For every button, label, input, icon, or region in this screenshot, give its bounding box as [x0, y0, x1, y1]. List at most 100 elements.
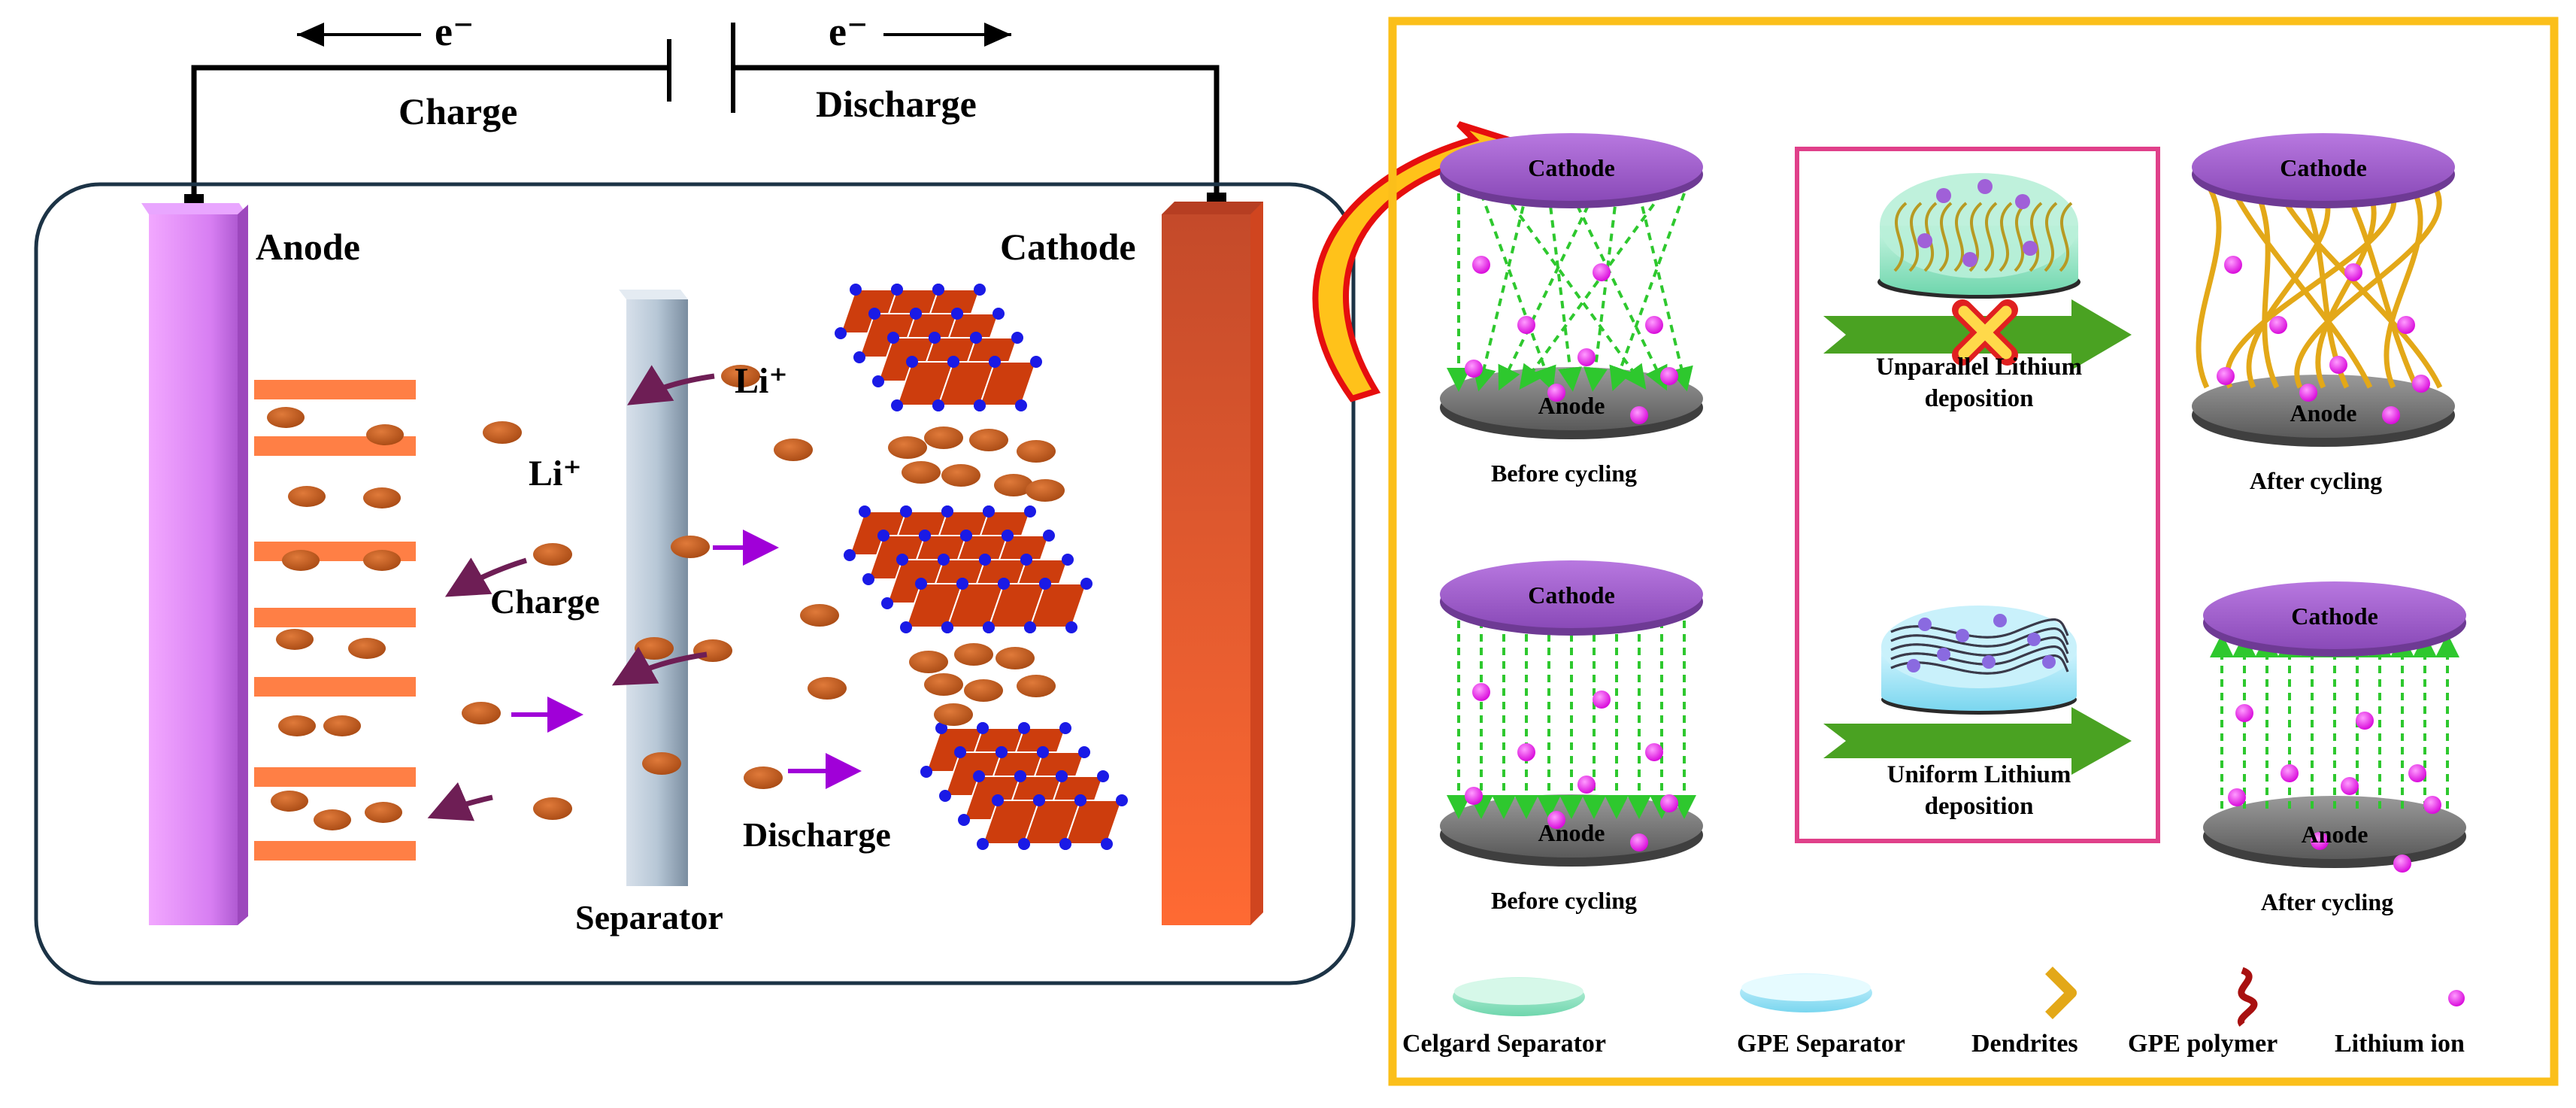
- field-line: [1570, 193, 1668, 391]
- lattice-atom: [970, 332, 982, 344]
- lattice-atom: [993, 308, 1005, 320]
- polymer-chain: [1890, 627, 2069, 648]
- lithium-ion: [1918, 618, 1932, 631]
- intercalated-ion: [276, 629, 314, 650]
- gold-frame: [1388, 17, 2559, 1086]
- intercalated-ion: [348, 638, 386, 659]
- lithium-ion: [1547, 811, 1565, 829]
- lithium-ion-brown: [954, 643, 993, 666]
- field-line: [1519, 192, 1663, 390]
- ion-flow-arrows: [427, 365, 862, 821]
- lattice-atom: [935, 722, 947, 734]
- lattice-atom: [850, 284, 862, 296]
- lithium-ions-brown: [462, 365, 1065, 820]
- lattice-atom: [844, 549, 856, 561]
- anode-label: Anode: [256, 226, 360, 268]
- intercalated-ion: [282, 550, 320, 571]
- cycling-caption: After cycling: [2250, 467, 2382, 494]
- lattice-atom: [1097, 770, 1109, 782]
- uniform-caption-line1: Uniform Lithium: [1887, 761, 2071, 788]
- lattice-atom: [891, 284, 903, 296]
- polymer-chain: [1890, 645, 2069, 666]
- cycling-caption: Before cycling: [1491, 460, 1637, 487]
- lithium-ion: [1465, 787, 1483, 805]
- lattice-atom: [939, 790, 951, 802]
- lithium-ion: [1472, 683, 1490, 701]
- lithium-ion: [2423, 796, 2441, 814]
- lithium-ion-brown: [462, 702, 501, 724]
- lithium-ion: [1917, 233, 1932, 248]
- lithium-ion-brown: [774, 439, 813, 461]
- discharge-top-label: Discharge: [816, 83, 977, 125]
- cathode-disc: [1440, 133, 1703, 201]
- lithium-ion-brown: [934, 703, 973, 726]
- lithium-ion: [1993, 614, 2007, 627]
- field-line: [1480, 193, 1556, 392]
- lattice-atom: [862, 573, 874, 585]
- cycling-caption: Before cycling: [1491, 887, 1637, 914]
- lattice-atom: [1059, 838, 1071, 850]
- lattice-atom: [835, 327, 847, 339]
- dendrite: [2253, 188, 2280, 389]
- lattice-atom: [992, 794, 1004, 806]
- lithium-ion-brown: [808, 677, 847, 700]
- lattice-atom: [941, 621, 953, 633]
- separator-label: Separator: [575, 898, 723, 936]
- lithium-ion: [1593, 263, 1611, 281]
- lithium-ion-brown: [924, 427, 963, 449]
- cathode-disc-label: Cathode: [1528, 154, 1615, 181]
- lithium-ion: [2235, 704, 2253, 722]
- blocked-cross-icon: [1952, 299, 2018, 366]
- legend-label-gpe-polymer: GPE polymer: [2128, 1030, 2277, 1058]
- dendrite: [2246, 188, 2331, 389]
- lattice-atom: [998, 578, 1010, 590]
- lattice-atom: [868, 308, 880, 320]
- lattice-atom: [877, 530, 889, 542]
- lithium-ion: [1937, 648, 1950, 661]
- charge-arrow-anode-upper: [444, 557, 528, 597]
- anode-top-face: [141, 203, 247, 214]
- graphite-layer: [254, 677, 416, 697]
- li-ion-label-left: Li⁺: [529, 454, 582, 493]
- lattice-atom: [1056, 770, 1068, 782]
- lattice-atom: [954, 746, 966, 758]
- lattice-atom: [1080, 578, 1093, 590]
- graphite-layer: [254, 841, 416, 861]
- lithium-ion-brown: [693, 639, 732, 662]
- lattice-atom: [900, 505, 912, 518]
- cathode-disc: [1440, 560, 1703, 628]
- lattice-atom: [941, 505, 953, 518]
- anode-disc-label: Anode: [2290, 399, 2357, 427]
- dendrite-strand: [2029, 202, 2043, 272]
- deposition-arrow-bottom: [1823, 707, 2132, 775]
- lattice-atom: [977, 722, 989, 734]
- lithium-ion-brown: [1017, 440, 1056, 463]
- lattice-atom: [947, 356, 959, 368]
- lithium-ion: [1660, 367, 1678, 385]
- intercalated-ion: [314, 809, 351, 830]
- lithium-ion: [1645, 743, 1663, 761]
- lithium-ion: [1977, 179, 1993, 194]
- celgard-dendrites: [1893, 179, 2073, 272]
- dendrite-strand: [1938, 202, 1953, 272]
- lithium-ion: [2341, 777, 2359, 795]
- lithium-ion: [2397, 316, 2415, 334]
- cathode-disc-label: Cathode: [2291, 603, 2378, 630]
- lithium-ion: [2217, 367, 2235, 385]
- lithium-ion-brown: [969, 429, 1008, 451]
- lattice-atom: [919, 530, 931, 542]
- dendrite-strand: [1984, 202, 1998, 272]
- lattice-atom: [1078, 746, 1090, 758]
- lithium-ion: [1907, 659, 1920, 672]
- dendrite-strand: [1999, 202, 2013, 272]
- anode-disc-label: Anode: [1538, 392, 1605, 419]
- lithium-ion: [2015, 194, 2030, 209]
- field-line: [1583, 193, 1618, 392]
- graphite-layer: [254, 380, 416, 399]
- lithium-ion: [2042, 655, 2056, 669]
- lattice-atom: [1062, 554, 1074, 566]
- field-line: [1498, 193, 1596, 391]
- lithium-ion: [2412, 375, 2430, 393]
